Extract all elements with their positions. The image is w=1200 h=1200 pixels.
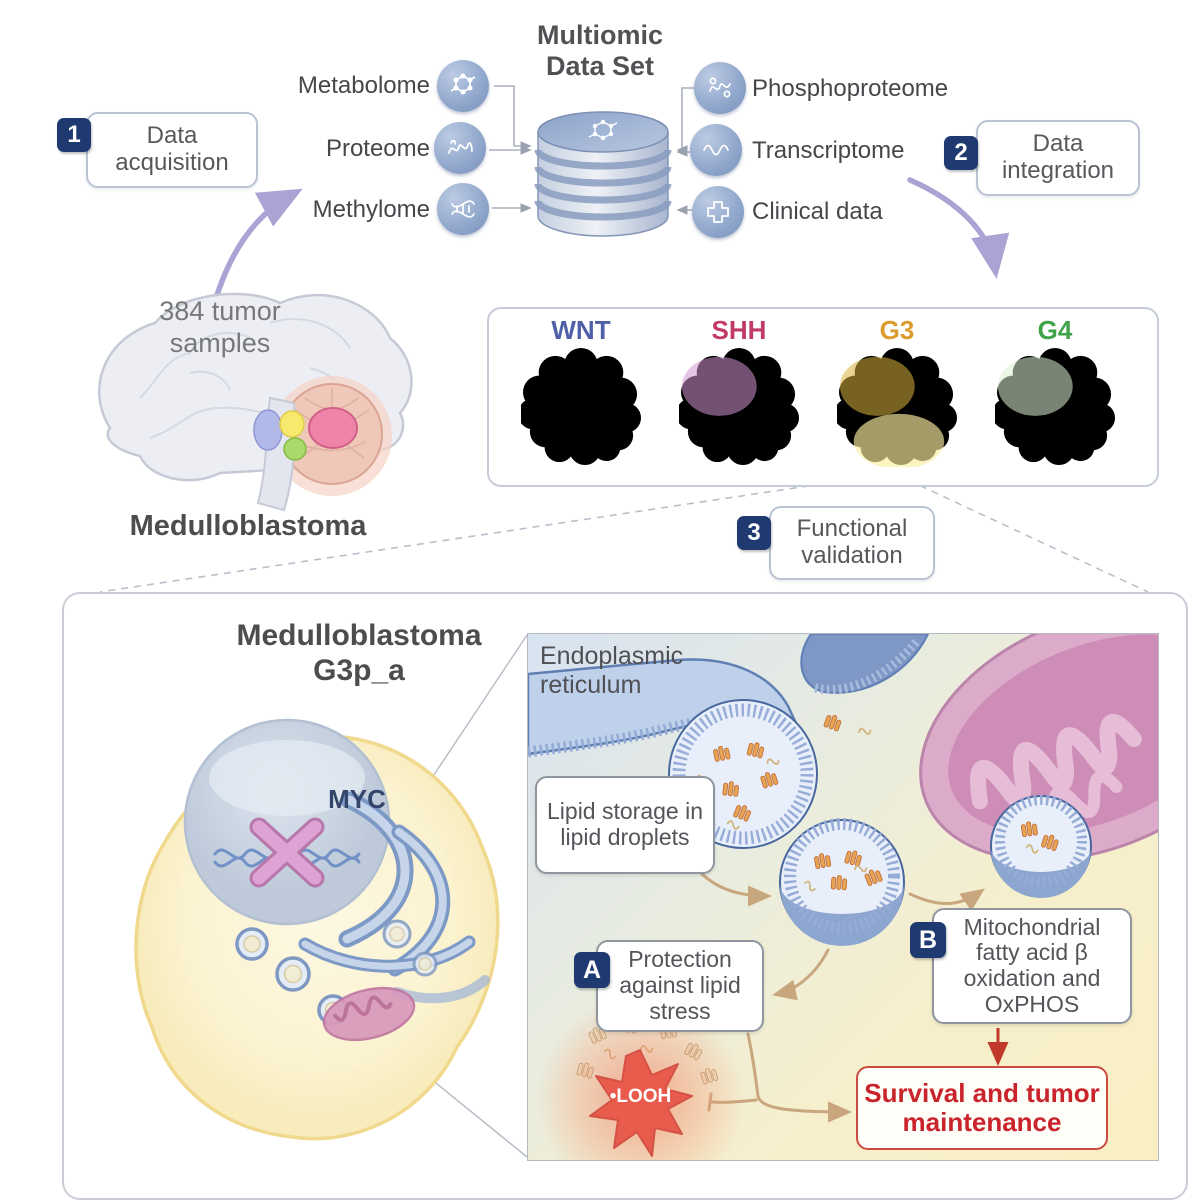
step1-badge: 1 — [57, 118, 91, 152]
database-cylinder — [528, 100, 678, 242]
sample-count: 384 tumor samples — [110, 295, 330, 360]
step3-label: Functional validation — [796, 515, 908, 569]
tumor-site-green — [283, 437, 307, 461]
mechanism-panel: Endoplasmic reticulum Lipid storage in l… — [527, 633, 1159, 1161]
protection-label: Protection against lipid stress — [619, 946, 741, 1024]
step2-badge: 2 — [944, 136, 978, 170]
dataset-title-line1: Multiomic — [537, 20, 663, 50]
clinical-data-label: Clinical data — [752, 198, 883, 225]
a-badge: A — [574, 952, 610, 988]
g3pa-title-line1: Medulloblastoma — [236, 619, 482, 652]
step1-box: Data acquisition — [86, 112, 258, 188]
subtype-shh: SHH — [669, 309, 809, 485]
b-badge-letter: B — [918, 925, 938, 954]
er-label-line2: reticulum — [540, 670, 642, 699]
er-label: Endoplasmic reticulum — [540, 642, 683, 700]
medical-cross-icon — [692, 186, 744, 238]
brain-caption: Medulloblastoma — [129, 510, 367, 542]
phosphoproteome-label: Phosphoproteome — [752, 75, 949, 102]
subtype-g4: G4 — [985, 309, 1125, 485]
methylome-label: Methylome — [312, 196, 430, 223]
sample-count-line2: samples — [169, 328, 271, 359]
molecule-icon — [437, 60, 489, 112]
subtype-shh-tumor — [679, 347, 799, 467]
subtype-wnt-tumor — [521, 347, 641, 467]
mitochondrion-illustration — [919, 634, 1158, 862]
wave-icon — [690, 124, 742, 176]
step3-box: Functional validation — [769, 506, 935, 580]
tumor-site-yellow — [279, 410, 305, 438]
subtype-g3-label: G3 — [879, 315, 915, 345]
subtype-wnt: WNT — [511, 309, 651, 485]
er-label-line1: Endoplasmic — [540, 642, 684, 670]
subtype-g3: G3 — [827, 309, 967, 485]
metabolome-label: Metabolome — [297, 72, 430, 99]
step3-badge: 3 — [737, 516, 771, 550]
subtype-g4-label: G4 — [1037, 315, 1073, 345]
subtype-wnt-label: WNT — [551, 315, 611, 345]
tumor-cell-illustration — [97, 682, 517, 1192]
step1-number: 1 — [67, 121, 81, 148]
proteome-label: Proteome — [325, 135, 430, 162]
tumor-site-blue — [253, 409, 283, 451]
dataset-title: Multiomic Data Set — [505, 20, 695, 82]
myc-label: MYC — [328, 784, 386, 814]
lipid-storage-label: Lipid storage in lipid droplets — [547, 798, 703, 850]
step1-label: Data acquisition — [115, 122, 229, 176]
oxidation-box: Mitochondrial fatty acid β oxidation and… — [932, 908, 1132, 1024]
b-badge: B — [910, 922, 946, 958]
subtype-g3-tumor — [837, 347, 957, 467]
dna-icon — [437, 183, 489, 235]
phosphoprotein-icon — [694, 62, 746, 114]
lipid-storage-box: Lipid storage in lipid droplets — [535, 776, 715, 874]
db-molecule-glyph — [588, 119, 618, 141]
lipid-droplet-mid — [779, 818, 905, 946]
subtypes-panel: WNT SHH G3 — [487, 307, 1159, 487]
step2-label: Data integration — [1001, 130, 1115, 184]
a-badge-letter: A — [582, 955, 602, 984]
step2-box: Data integration — [976, 120, 1140, 196]
protection-box: Protection against lipid stress — [596, 940, 764, 1032]
step2-number: 2 — [954, 139, 968, 166]
tumor-site-pink — [308, 407, 358, 449]
step3-number: 3 — [747, 519, 761, 546]
dataset-title-line2: Data Set — [545, 51, 655, 82]
oxidation-label: Mitochondrial fatty acid β oxidation and… — [963, 913, 1101, 1017]
g3pa-title: Medulloblastoma G3p_a — [174, 618, 544, 689]
looh-label: •LOOH — [609, 1086, 672, 1107]
protein-icon — [434, 122, 486, 174]
lipid-droplet-right — [990, 795, 1092, 898]
subtype-shh-label: SHH — [711, 315, 767, 345]
myc-chromosome — [249, 817, 325, 888]
db-connectors-left — [489, 85, 532, 213]
survival-box: Survival and tumor maintenance — [856, 1066, 1108, 1150]
subtype-g4-tumor — [995, 347, 1115, 467]
transcriptome-label: Transcriptome — [752, 137, 905, 164]
sample-count-line1: 384 tumor — [159, 296, 281, 326]
validation-panel: Medulloblastoma G3p_a — [62, 592, 1188, 1200]
survival-label: Survival and tumor maintenance — [864, 1078, 1100, 1137]
